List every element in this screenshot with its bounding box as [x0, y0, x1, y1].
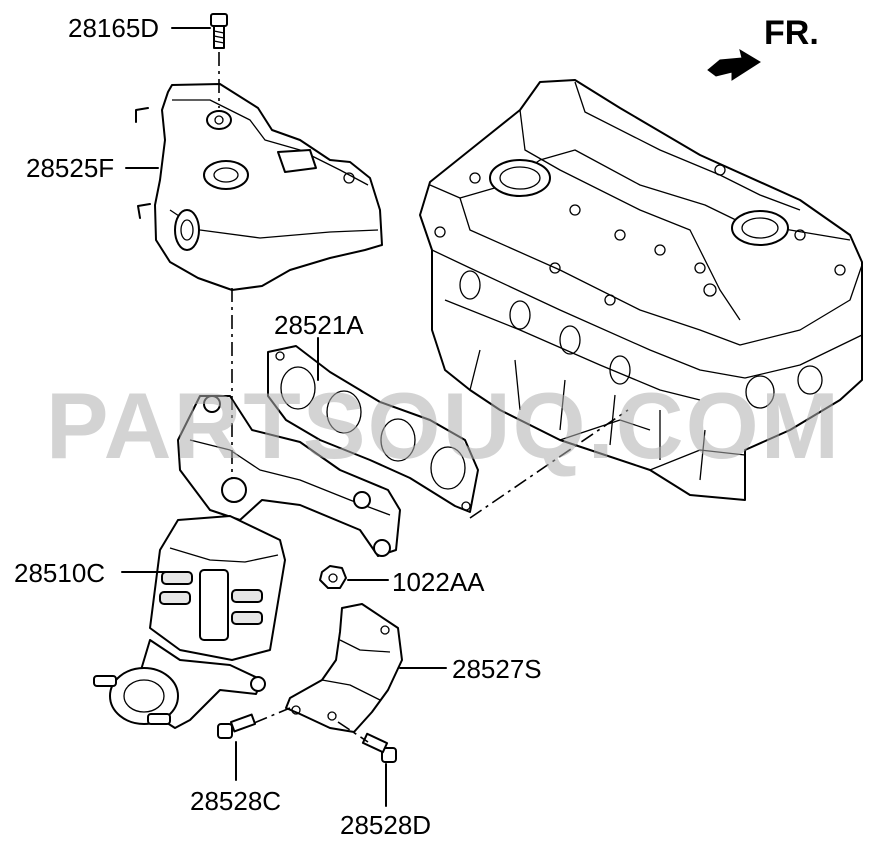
exhaust-manifold-catalytic	[93, 395, 401, 729]
bolt-top	[210, 13, 228, 49]
part-label-28521A[interactable]: 28521A	[274, 310, 364, 340]
front-direction-arrow	[707, 48, 761, 81]
heat-protector	[135, 83, 383, 291]
nut	[319, 565, 347, 589]
front-direction-label: FR.	[764, 14, 819, 52]
bolt-c	[217, 713, 257, 739]
leader-lines	[121, 27, 447, 807]
bracket	[285, 603, 403, 733]
gasket	[267, 345, 479, 513]
part-label-28527S[interactable]: 28527S	[452, 654, 542, 684]
bolt-d	[361, 732, 397, 763]
part-label-1022AA[interactable]: 1022AA	[392, 567, 485, 597]
part-label-28165D[interactable]: 28165D	[68, 13, 160, 43]
assembly-lines	[218, 52, 629, 743]
part-label-28525F[interactable]: 28525F	[26, 153, 115, 183]
part-label-28528C[interactable]: 28528C	[190, 786, 282, 816]
engine-block	[419, 79, 863, 501]
part-label-28528D[interactable]: 28528D	[340, 810, 432, 840]
part-label-28510C[interactable]: 28510C	[14, 558, 106, 588]
